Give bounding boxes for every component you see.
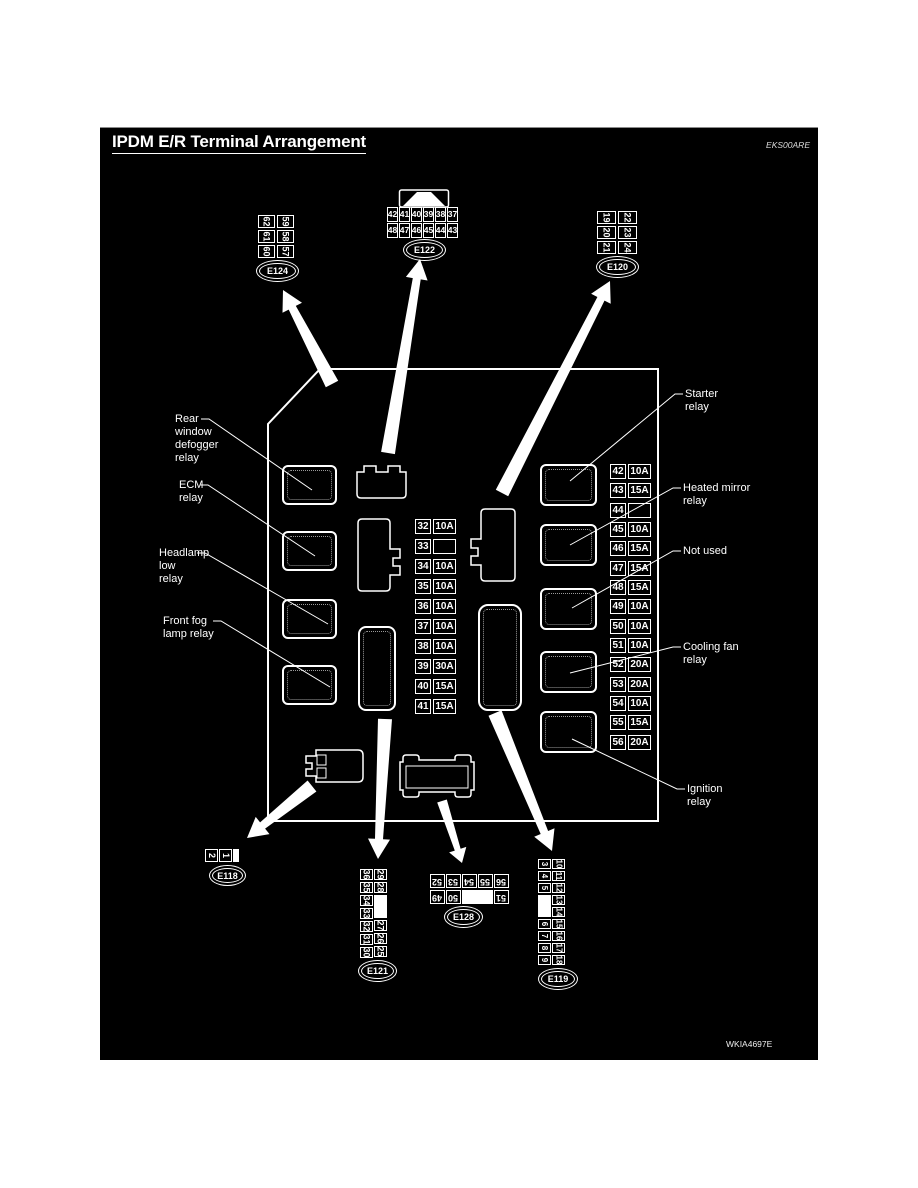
footprint-detail bbox=[316, 754, 327, 766]
relay-starter bbox=[540, 464, 597, 506]
e122-arrow bbox=[381, 259, 428, 455]
footprint-detail bbox=[316, 767, 327, 779]
footprint-detail bbox=[405, 765, 469, 789]
connector-e128-bottom-row: 49 50 51 bbox=[430, 890, 509, 904]
e122-housing bbox=[398, 189, 450, 208]
connector-e119-right-column: 10 11 12 13 14 15 16 17 18 bbox=[552, 859, 565, 965]
relay-ignition bbox=[540, 711, 597, 753]
relay-cooling-fan bbox=[540, 651, 597, 693]
connector-badge-e119: E119 bbox=[541, 971, 575, 987]
stepped-socket-left bbox=[357, 518, 401, 592]
label-not-used: Not used bbox=[683, 545, 728, 557]
page-title: IPDM E/R Terminal Arrangement bbox=[112, 132, 366, 154]
e124-arrow bbox=[282, 290, 339, 388]
e118-arrow bbox=[247, 780, 317, 838]
stepped-socket-right bbox=[470, 508, 516, 582]
connector-e121-left-column: 36 35 34 33 32 31 30 bbox=[360, 869, 373, 958]
relay-not-used bbox=[540, 588, 597, 630]
relay-rear-defogger bbox=[282, 465, 337, 505]
component-tall-left bbox=[358, 626, 396, 711]
connector-badge-e128: E128 bbox=[447, 909, 480, 925]
connector-badge-e118: E118 bbox=[212, 868, 243, 883]
relay-headlamp-low bbox=[282, 599, 337, 639]
relay-ecm bbox=[282, 531, 337, 571]
section-code: EKS00ARE bbox=[766, 140, 810, 150]
connector-e119-left-column: 3 4 5 6 7 8 9 bbox=[538, 859, 551, 965]
connector-e128-top-row: 52 53 54 55 56 bbox=[430, 874, 509, 888]
relay-heated-mirror bbox=[540, 524, 597, 566]
ipdm-box-outline bbox=[267, 368, 659, 822]
connector-badge-e124: E124 bbox=[259, 263, 296, 279]
fuse-row: 44 bbox=[610, 503, 651, 518]
connector-badge-e121: E121 bbox=[361, 963, 394, 979]
footprint-bottom-left bbox=[305, 749, 364, 783]
connector-e120: 19 22 20 23 21 24 bbox=[597, 211, 637, 254]
connector-e118: 2 1 bbox=[205, 849, 239, 862]
connector-badge-e122: E122 bbox=[406, 242, 443, 258]
fuse-row: 33 bbox=[415, 539, 456, 554]
e121-arrow bbox=[368, 718, 392, 859]
connector-e124: 62 59 61 58 60 57 bbox=[258, 215, 294, 258]
e128-arrow bbox=[437, 799, 467, 863]
figure-code: WKIA4697E bbox=[726, 1039, 773, 1049]
terminal-arrangement-diagram: IPDM E/R Terminal Arrangement EKS00ARE W… bbox=[100, 127, 818, 1060]
e122-keying-wedge bbox=[403, 192, 445, 206]
relay-front-fog bbox=[282, 665, 337, 705]
connector-badge-e120: E120 bbox=[599, 259, 636, 275]
connector-e121-right-column: 29 28 27 26 25 bbox=[374, 869, 387, 957]
footprint-top-center bbox=[356, 465, 407, 499]
footprint-bottom-center bbox=[399, 754, 475, 798]
component-tall-center bbox=[478, 604, 522, 711]
